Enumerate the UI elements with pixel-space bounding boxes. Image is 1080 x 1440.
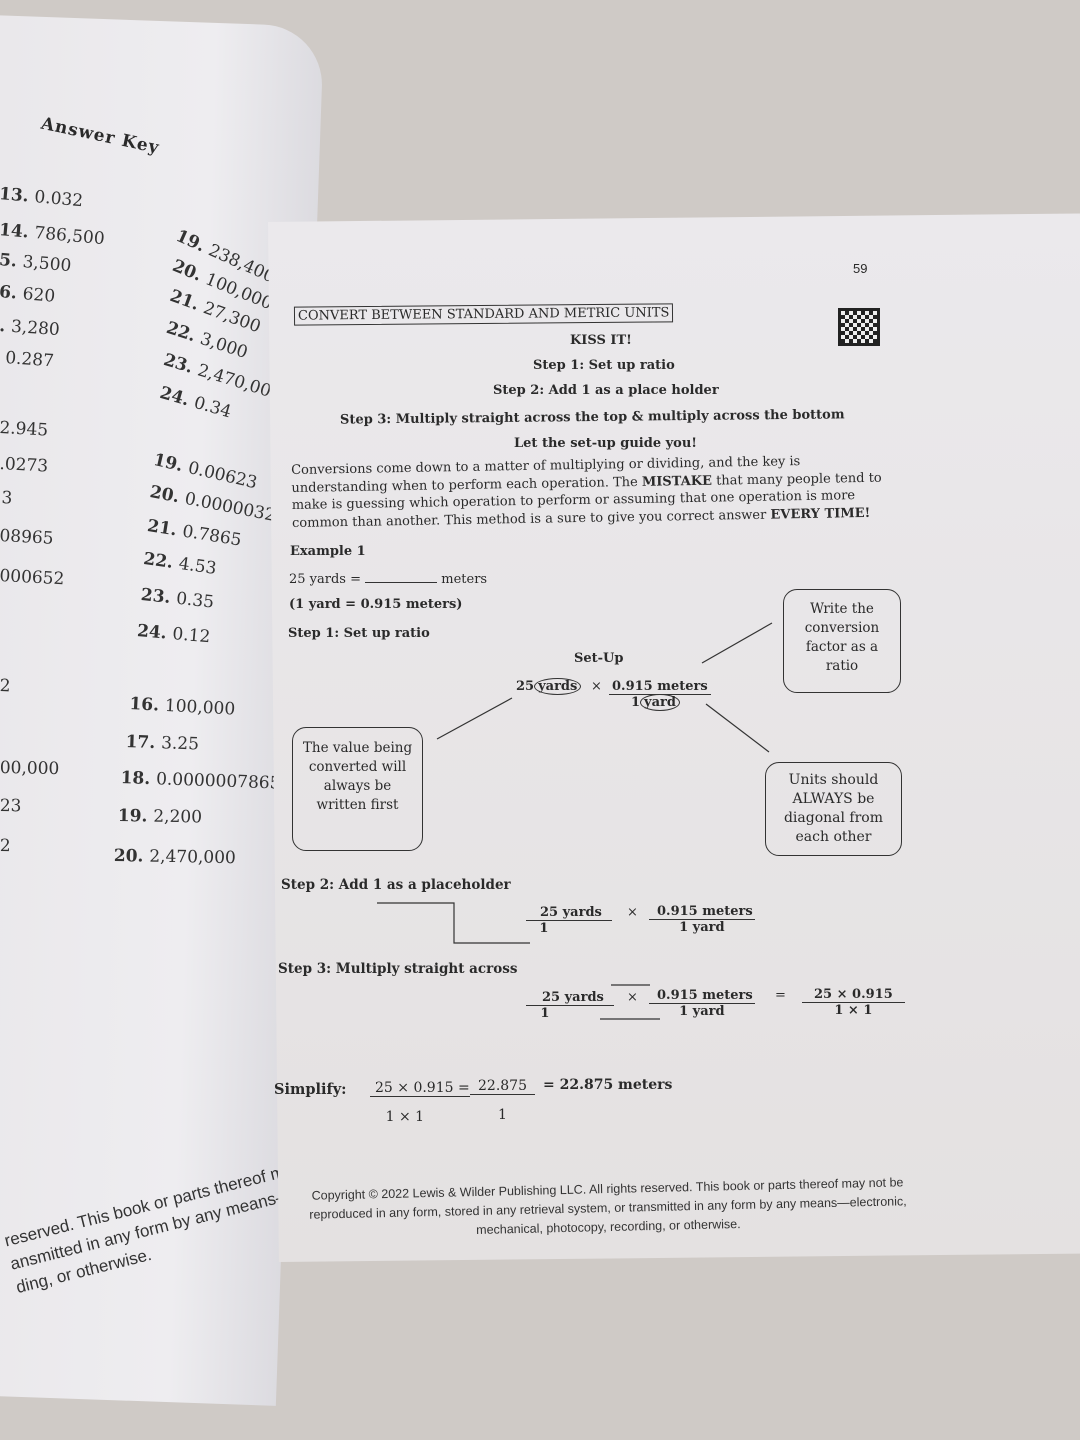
denominator: 1 × 1 [385, 1109, 425, 1125]
denominator: 1 yard [679, 1004, 725, 1019]
step-2-label: Step 2: Add 1 as a placeholder [281, 877, 511, 893]
times-sign: × [591, 679, 602, 694]
example-question: 25 yards = meters [289, 572, 487, 587]
simplify-result: = 22.875 meters [543, 1077, 673, 1093]
setup-number: 25 [516, 679, 535, 694]
example-label: Example 1 [290, 544, 366, 559]
setup-denominator-unit-circled: yard [640, 694, 680, 711]
arrow-line [701, 622, 773, 664]
callout-units-diagonal: Units should ALWAYS be diagonal from eac… [765, 762, 902, 856]
equals-sign: = [775, 988, 786, 1003]
times-sign: × [627, 905, 638, 920]
numerator: 25 × 0.915 [375, 1080, 454, 1096]
arrow-line [377, 902, 530, 944]
times-sign: × [627, 990, 638, 1005]
callout-write-ratio: Write the conversion factor as a ratio [783, 589, 901, 693]
simplify-fraction-b: 22.875 1 [470, 1078, 535, 1123]
given-conversion: (1 yard = 0.915 meters) [289, 597, 463, 612]
example-unit: meters [441, 572, 488, 587]
guide-text: Let the set-up guide you! [514, 436, 698, 451]
setup-denominator: 1 [631, 695, 641, 710]
step-1-heading: Step 1: Set up ratio [533, 358, 675, 373]
numerator: 25 yards [526, 905, 612, 921]
equals-sign: = [457, 1080, 470, 1096]
numerator: 25 yards [526, 990, 614, 1006]
numerator: 25 × 0.915 [802, 987, 905, 1003]
denominator: 1 yard [679, 920, 725, 935]
denominator: 1 [539, 921, 549, 936]
denominator: 1 [540, 1006, 550, 1021]
setup-unit-circled: yards [534, 678, 582, 695]
step-1-label: Step 1: Set up ratio [288, 626, 430, 641]
page-number: 59 [853, 261, 868, 276]
arrow-line [705, 703, 770, 753]
arrow-line [436, 697, 513, 740]
example-question-text: 25 yards = [289, 572, 366, 587]
numerator: 0.915 meters [649, 904, 755, 920]
step-3-label: Step 3: Multiply straight across [278, 961, 518, 977]
callout-value-first: The value being converted will always be… [292, 727, 423, 851]
numerator: 22.875 [470, 1078, 535, 1095]
denominator: 1 × 1 [834, 1003, 873, 1018]
setup-numerator: 0.915 meters [609, 679, 711, 695]
qr-code-icon [838, 308, 880, 346]
step-2-heading: Step 2: Add 1 as a place holder [493, 383, 719, 398]
simplify-label: Simplify: [274, 1081, 347, 1098]
numerator: 0.915 meters [649, 988, 755, 1004]
simplify-fraction-a: 25 × 0.915 = 1 × 1 [370, 1080, 470, 1125]
setup-label: Set-Up [574, 651, 624, 666]
denominator: 1 [498, 1107, 507, 1123]
kiss-heading: KISS IT! [570, 333, 632, 348]
